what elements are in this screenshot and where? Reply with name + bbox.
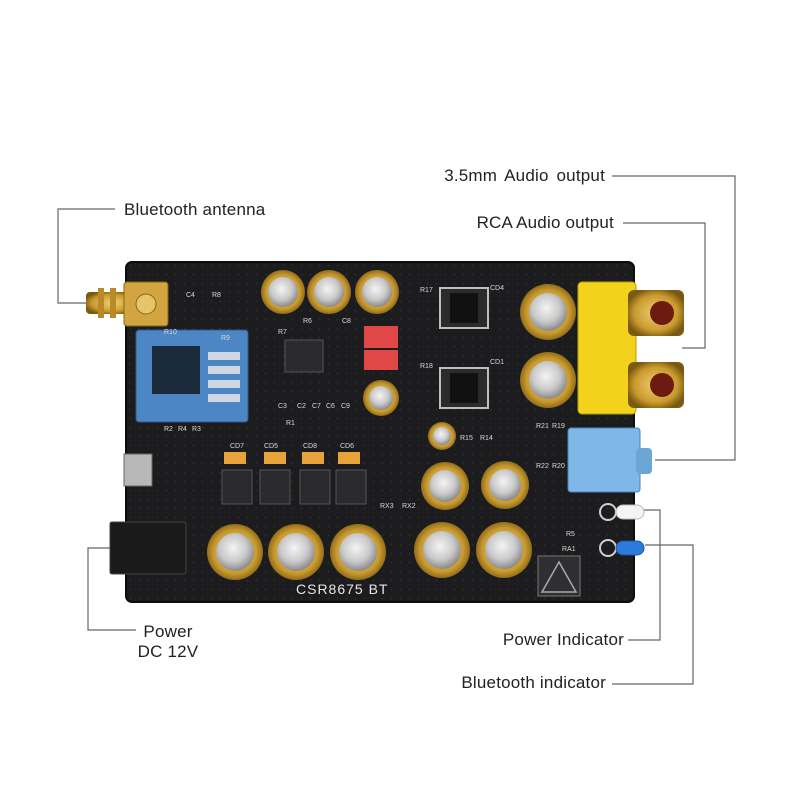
top-capacitors xyxy=(261,270,399,314)
line-power-indicator xyxy=(628,509,661,641)
ic-chip xyxy=(284,339,324,373)
ref-c2: C2 xyxy=(297,403,306,410)
line-power xyxy=(87,547,136,631)
callout-lines xyxy=(57,175,736,685)
ref-rx2: RX2 xyxy=(402,503,416,510)
ref-ra1: RA1 xyxy=(562,546,576,553)
ref-r17: R17 xyxy=(420,287,433,294)
ref-c7: C7 xyxy=(312,403,321,410)
line-35mm xyxy=(612,175,736,461)
line-rca xyxy=(623,222,706,349)
film-cap-2 xyxy=(364,350,398,370)
ref-r9: R9 xyxy=(221,335,230,342)
ref-r20: R20 xyxy=(552,463,565,470)
ref-r7: R7 xyxy=(278,329,287,336)
ref-r3: R3 xyxy=(192,426,201,433)
ref-cd7: CD7 xyxy=(230,443,244,450)
ref-r22: R22 xyxy=(536,463,549,470)
ref-cd1: CD1 xyxy=(490,359,504,366)
bottom-capacitors xyxy=(207,522,532,580)
ref-c4: C4 xyxy=(186,292,195,299)
ref-r14: R14 xyxy=(480,435,493,442)
ref-r19: R19 xyxy=(552,423,565,430)
opamp-sockets xyxy=(439,287,489,409)
ref-c3: C3 xyxy=(278,403,287,410)
ref-c9: C9 xyxy=(341,403,350,410)
power-led xyxy=(599,503,645,521)
regulators xyxy=(221,469,367,505)
bluetooth-module xyxy=(135,329,249,423)
ref-r1: R1 xyxy=(286,420,295,427)
callout-power-line2: DC 12V xyxy=(137,642,199,661)
rca-jacks xyxy=(577,281,684,415)
line-bt-indicator xyxy=(612,544,694,685)
callout-power: Power DC 12V xyxy=(128,622,208,662)
ref-r4: R4 xyxy=(178,426,187,433)
ref-cd6: CD6 xyxy=(340,443,354,450)
ref-rx3: RX3 xyxy=(380,503,394,510)
ref-r18: R18 xyxy=(420,363,433,370)
callout-bluetooth-antenna: Bluetooth antenna xyxy=(124,200,266,219)
sma-antenna-connector xyxy=(86,281,169,327)
board-silkscreen-label: CSR8675 BT xyxy=(296,581,388,597)
ref-cd8: CD8 xyxy=(303,443,317,450)
callout-power-line1: Power xyxy=(143,622,193,641)
ref-r5: R5 xyxy=(566,531,575,538)
micro-usb-port xyxy=(123,453,153,487)
callout-bluetooth-indicator: Bluetooth indicator xyxy=(461,673,606,692)
callout-rca-audio-output: RCA Audio output xyxy=(476,213,614,232)
ref-c8: C8 xyxy=(342,318,351,325)
ref-r21: R21 xyxy=(536,423,549,430)
line-bt-antenna xyxy=(57,208,115,304)
ref-r8: R8 xyxy=(212,292,221,299)
ref-r15: R15 xyxy=(460,435,473,442)
ref-c6: C6 xyxy=(326,403,335,410)
bluetooth-led xyxy=(599,539,645,557)
callout-35mm-audio-output: 3.5mm Audio output xyxy=(444,166,605,185)
ref-r2: R2 xyxy=(164,426,173,433)
ref-r10: R10 xyxy=(164,329,177,336)
dc-power-jack xyxy=(109,521,187,575)
callout-power-indicator: Power Indicator xyxy=(502,630,624,649)
ref-cd5: CD5 xyxy=(264,443,278,450)
audio-jack-35mm xyxy=(567,427,652,493)
ref-cd4: CD4 xyxy=(490,285,504,292)
film-cap-1 xyxy=(364,326,398,348)
ref-r6: R6 xyxy=(303,318,312,325)
